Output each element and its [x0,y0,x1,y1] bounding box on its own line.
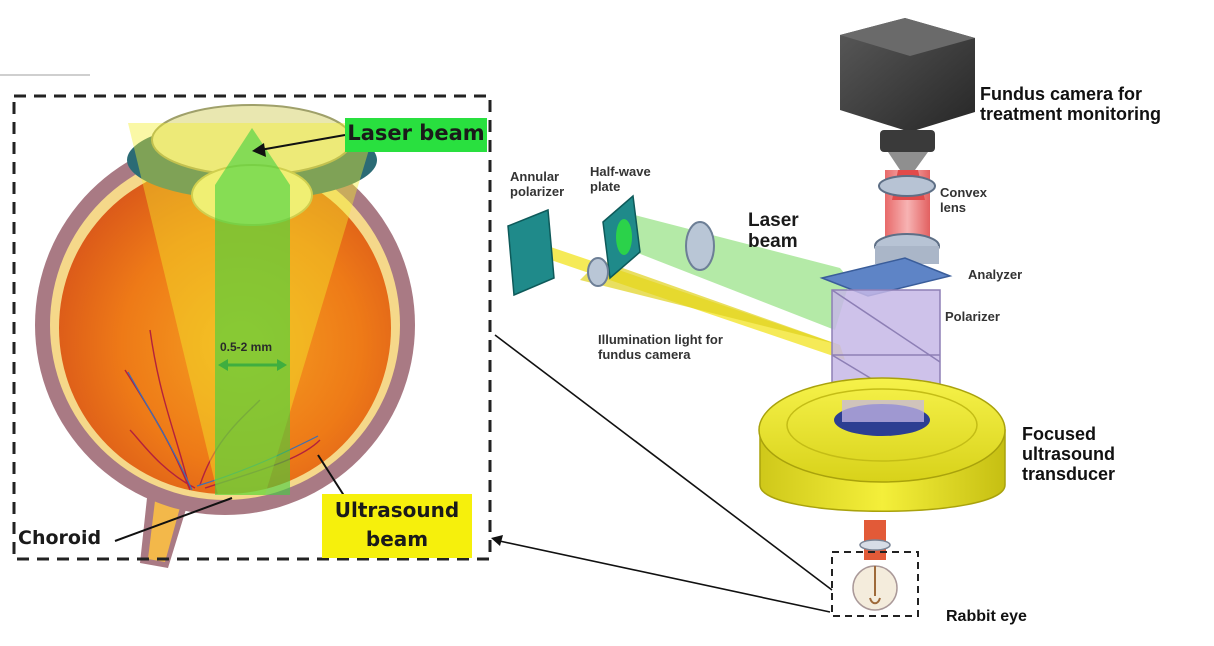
ultrasound-label-box [322,494,472,558]
annular-polarizer-label: Annular polarizer [510,169,565,199]
focused-line1: Focused [1022,424,1097,444]
half-wave-line1: Half-wave [590,164,651,179]
transducer-inner-ring [786,388,978,462]
half-wave-plate-label: Half-wave plate [590,164,651,194]
convex-lens-upper [878,175,936,197]
ultrasound-label-line2: beam [365,527,429,551]
illumination-line1: Illumination light for [598,332,723,347]
convex-line2: lens [940,199,967,215]
focused-line3: transducer [1022,464,1116,485]
laser-beam-path [615,210,850,330]
laser-beam-label: Laser beam [347,121,485,145]
ultrasound-transducer [758,377,1006,512]
rabbit-eye-frame [831,551,919,617]
laser-label-arrowhead [252,143,266,157]
laser-beam-setup-label: Laser beam [748,210,799,253]
fundus-line1: Fundus camera for [980,84,1143,104]
illumination-cone-upper [580,260,840,345]
rabbit-eye-nerve [869,566,881,605]
zoom-arrowhead [491,535,503,546]
illumination-label: Illumination light for fundus camera [598,332,723,362]
convex-line1: Convex [940,185,987,200]
analyzer-label: Analyzer [968,267,1023,282]
choroid-label: Choroid [18,527,102,549]
fundus-line2: treatment monitoring [980,104,1162,125]
lower-lens-ring [859,539,891,551]
laser-beam-inset [215,128,290,495]
ultrasound-label-line1: Ultrasound [334,498,460,522]
laser-beam-line2: beam [748,231,798,253]
polarizer-label: Polarizer [945,309,1000,324]
illum-lens-ring [587,257,609,287]
eye-cross-section [35,104,415,568]
zoom-line-lower [494,539,831,613]
camera-top [840,18,975,56]
laser-label-pointer [259,134,346,151]
annular-polarizer [507,208,555,297]
zoom-line-upper [494,334,833,591]
focused-transducer-label: Focused ultrasound transducer [1022,424,1115,484]
choroid-pointer [114,497,233,542]
rabbit-eye-label: Rabbit eye [946,608,1027,625]
illumination-line2: fundus camera [598,346,691,362]
camera-nozzle [888,152,928,170]
polarizer-cube-lower [842,400,924,422]
annular-polarizer-line2: polarizer [510,183,565,199]
scale-label: 0.5-2 mm [220,340,273,354]
focused-line2: ultrasound [1022,444,1115,465]
laser-beam-label-box [345,118,487,152]
convex-lens-label: Convex lens [940,185,987,215]
annular-polarizer-line1: Annular [510,169,560,184]
polarizer-diagonal-1 [831,289,941,363]
half-wave-line2: plate [590,178,621,194]
fundus-camera-label: Fundus camera for treatment monitoring [980,84,1161,124]
laser-lens-ring [685,221,715,271]
fundus-camera [840,18,975,170]
inset-frame [12,94,492,561]
scale-arrow-left [218,359,228,371]
convex-lens-barrel [875,246,939,264]
half-wave-spot [616,219,632,255]
scale-arrow-right [277,359,287,371]
laser-beam-line1: Laser [748,210,799,231]
camera-mount [880,130,935,152]
